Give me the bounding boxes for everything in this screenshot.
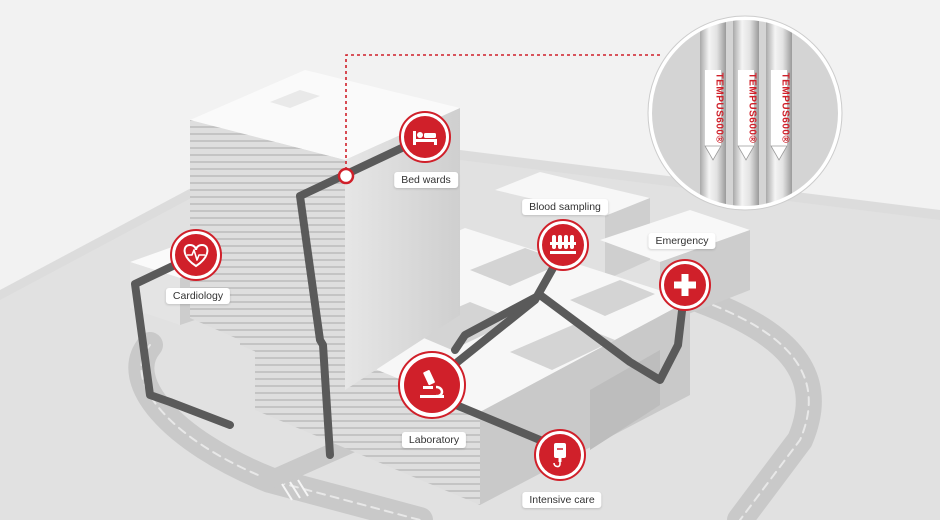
label-cardiology: Cardiology bbox=[165, 288, 231, 304]
tube-line-cardiology bbox=[131, 251, 234, 429]
label-blood-sampling: Blood sampling bbox=[522, 199, 608, 215]
label-bed-wards: Bed wards bbox=[394, 172, 458, 188]
badge-laboratory[interactable] bbox=[398, 351, 466, 419]
bed-icon bbox=[413, 131, 437, 145]
tube-line-emergency bbox=[451, 281, 689, 384]
badge-emergency[interactable] bbox=[659, 259, 711, 311]
tube-label-text: TEMPUS600® bbox=[747, 73, 758, 144]
tube-zoom-lens: TEMPUS600® TEMPUS600® TEMPUS600® bbox=[647, 15, 843, 211]
connector-dot bbox=[337, 167, 355, 185]
microscope-icon bbox=[420, 370, 444, 398]
badge-blood-sampling[interactable] bbox=[537, 219, 589, 271]
tube-label-1: TEMPUS600® bbox=[704, 70, 725, 161]
badge-bed-wards[interactable] bbox=[399, 111, 451, 163]
heartbeat-icon bbox=[183, 243, 209, 268]
tube-label-text: TEMPUS600® bbox=[780, 73, 791, 144]
zoom-connector bbox=[345, 54, 662, 176]
badge-intensive-care[interactable] bbox=[534, 429, 586, 481]
badge-cardiology[interactable] bbox=[170, 229, 222, 281]
crosswalk bbox=[281, 479, 309, 501]
label-laboratory: Laboratory bbox=[401, 432, 467, 448]
label-intensive-care: Intensive care bbox=[522, 492, 602, 508]
tube-label-3: TEMPUS600® bbox=[770, 70, 791, 161]
iv-drip-icon bbox=[553, 443, 566, 468]
tube-label-2: TEMPUS600® bbox=[737, 70, 758, 161]
tube-label-text: TEMPUS600® bbox=[714, 73, 725, 144]
label-emergency: Emergency bbox=[648, 233, 716, 249]
medical-cross-icon bbox=[674, 274, 696, 296]
test-tubes-icon bbox=[550, 235, 576, 254]
